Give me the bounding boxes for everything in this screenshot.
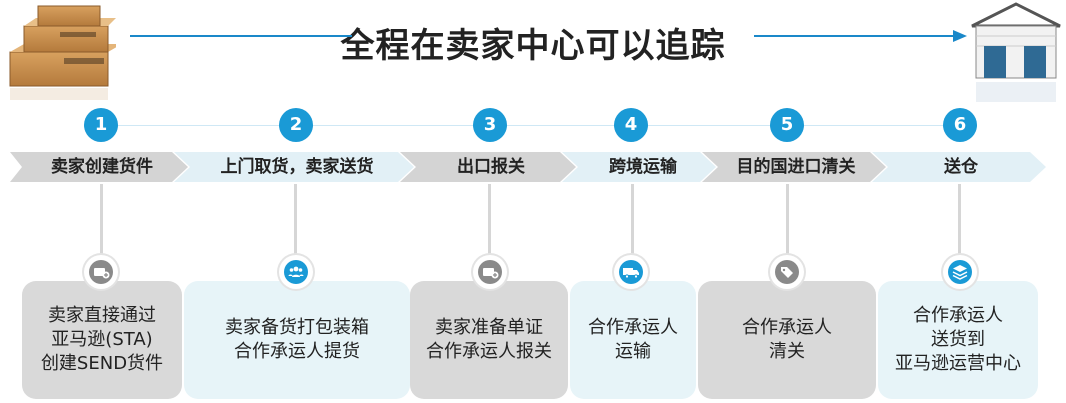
connector-4 — [631, 184, 634, 264]
step-label-6: 送仓 — [944, 157, 978, 177]
folder-add-icon — [473, 255, 507, 289]
step-card-4: 合作承运人 运输 — [570, 281, 696, 399]
progress-line — [117, 125, 957, 126]
step-number-4: 4 — [614, 108, 648, 142]
tag-icon — [770, 255, 804, 289]
connector-3 — [488, 184, 491, 264]
connector-6 — [958, 184, 961, 264]
step-card-6: 合作承运人 送货到 亚马逊运营中心 — [878, 281, 1038, 399]
step-number-1: 1 — [84, 108, 118, 142]
step-label-4: 跨境运输 — [609, 157, 677, 177]
step-label-1: 卖家创建货件 — [51, 157, 153, 177]
connector-5 — [786, 184, 789, 264]
truck-icon — [614, 255, 648, 289]
title-right-line — [754, 35, 962, 37]
step-label-5: 目的国进口清关 — [736, 157, 856, 177]
layers-icon — [943, 255, 977, 289]
chevron-band — [10, 152, 1046, 182]
step-label-2: 上门取货，卖家送货 — [220, 157, 374, 177]
arrow-right-icon — [953, 30, 967, 42]
step-card-3: 卖家准备单证 合作承运人报关 — [410, 281, 568, 399]
warehouse-image — [971, 2, 1061, 102]
step-card-5: 合作承运人 清关 — [698, 281, 876, 399]
connector-2 — [294, 184, 297, 264]
amazon-boxes-image — [9, 5, 116, 100]
step-card-2: 卖家备货打包装箱 合作承运人提货 — [184, 281, 410, 399]
folder-add-icon — [84, 255, 118, 289]
step-card-1: 卖家直接通过 亚马逊(STA) 创建SEND货件 — [22, 281, 182, 399]
step-number-3: 3 — [473, 108, 507, 142]
page-title: 全程在卖家中心可以追踪 — [340, 26, 726, 66]
step-label-3: 出口报关 — [457, 157, 525, 177]
people-group-icon — [279, 255, 313, 289]
step-number-6: 6 — [943, 108, 977, 142]
title-left-line — [130, 35, 352, 37]
step-number-5: 5 — [770, 108, 804, 142]
step-number-2: 2 — [279, 108, 313, 142]
connector-1 — [100, 184, 103, 264]
